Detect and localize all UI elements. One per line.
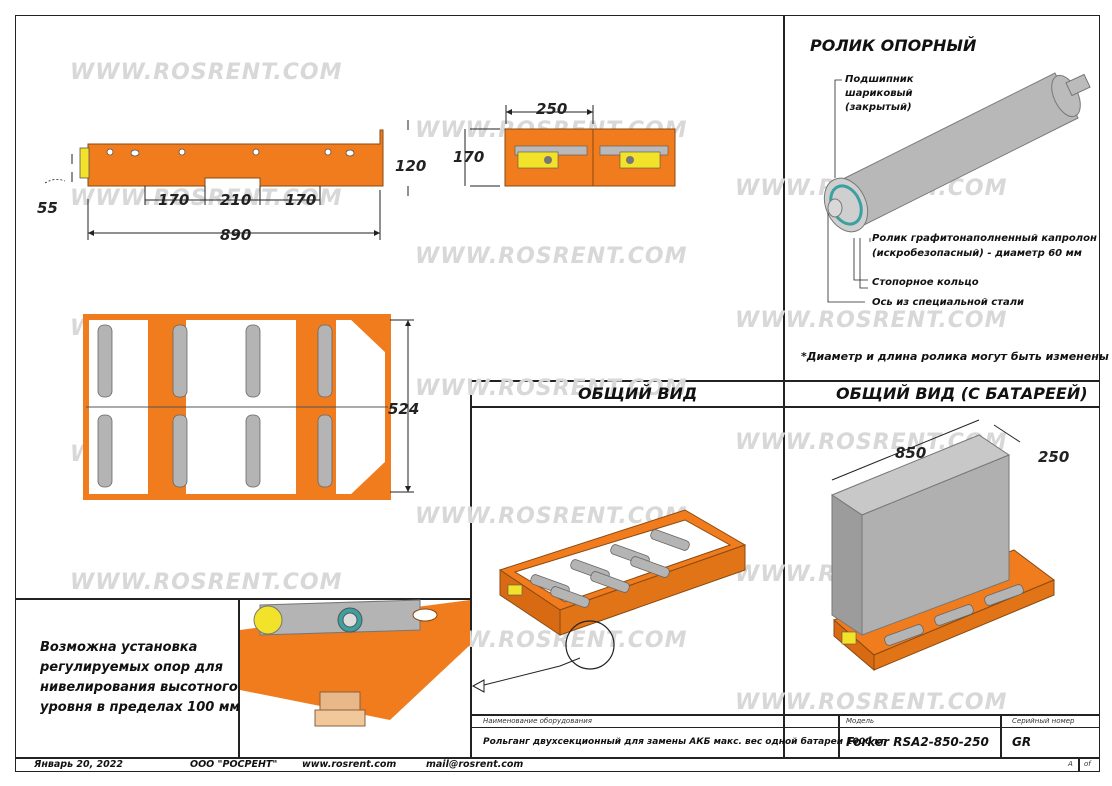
watermark: WWW.ROSRENT.COM [735, 308, 1008, 333]
dim-battery-width: 250 [1038, 448, 1070, 466]
divider-view-titles [470, 406, 1100, 408]
watermark: WWW.ROSRENT.COM [70, 60, 343, 85]
roller-footnote: *Диаметр и длина ролика могут быть измен… [801, 350, 1109, 363]
tb-divider-h [470, 727, 1100, 728]
dim-spacing-1: 170 [158, 191, 190, 209]
dim-battery-length: 850 [895, 444, 927, 462]
adjust-note-line-3: нивелирования высотного [40, 680, 238, 695]
roller-material-label-2: (искробезопасный) - диаметр 60 мм [872, 248, 1082, 259]
adjust-note-line-4: уровня в пределах 100 мм [40, 700, 241, 715]
dim-spacing-3: 170 [285, 191, 317, 209]
dim-end-height: 170 [453, 148, 485, 166]
tb-divider-2 [1000, 714, 1002, 757]
watermark: WWW.ROSRENT.COM [415, 376, 688, 401]
divider-detail [238, 598, 240, 757]
tb-divider-3 [1078, 757, 1080, 772]
drawing-frame [15, 15, 1100, 772]
ring-label: Стопорное кольцо [872, 277, 979, 288]
bearing-label-1: Подшипник [845, 74, 914, 85]
divider-detail-top [15, 598, 470, 600]
adjust-note-line-1: Возможна установка [40, 640, 198, 655]
divider-left-views [470, 380, 472, 757]
top-view-drawing [83, 314, 414, 500]
sheet-a: A [1068, 760, 1073, 768]
title-block-top [470, 714, 1100, 716]
dim-end-width: 250 [536, 100, 568, 118]
general-view-title: ОБЩИЙ ВИД [578, 384, 698, 403]
watermark: WWW.ROSRENT.COM [415, 244, 688, 269]
equipment-header: Наименование оборудования [483, 717, 592, 725]
watermark: WWW.ROSRENT.COM [70, 570, 343, 595]
footer-company: ООО "РОСРЕНТ" [190, 759, 278, 770]
dim-side-offset: 55 [37, 199, 58, 217]
equipment-value: Рольганг двухсекционный для замены АКБ м… [483, 737, 886, 747]
detail-drawing [240, 599, 470, 727]
bearing-label-3: (закрытый) [845, 102, 912, 113]
footer-line [15, 757, 1100, 759]
general-view-drawing [471, 509, 747, 693]
tb-divider-1 [838, 714, 840, 757]
end-view-drawing [464, 105, 676, 187]
dim-top-height: 524 [388, 400, 420, 418]
sheet-of: of [1084, 760, 1091, 768]
footer-site[interactable]: www.rosrent.com [302, 759, 397, 770]
axis-label: Ось из специальной стали [872, 297, 1025, 308]
serial-value: GR [1012, 735, 1032, 749]
model-value: Forker RSA2-850-250 [846, 735, 989, 749]
roller-drawing [823, 72, 1091, 303]
divider-roller-views [470, 380, 1100, 382]
roller-material-label-1: Ролик графитонаполненный капролон [872, 233, 1097, 244]
serial-header: Серийный номер [1012, 717, 1075, 725]
footer-date: Январь 20, 2022 [34, 759, 123, 770]
watermark: WWW.ROSRENT.COM [70, 186, 343, 211]
watermark: WWW.ROSRENT.COM [735, 690, 1008, 715]
dim-side-width: 890 [220, 226, 252, 244]
battery-view-drawing [830, 419, 1055, 672]
roller-title: РОЛИК ОПОРНЫЙ [810, 36, 977, 55]
adjust-note-line-2: регулируемых опор для [40, 660, 223, 675]
dim-side-height: 120 [395, 157, 427, 175]
model-header: Модель [846, 717, 875, 725]
dim-spacing-2: 210 [220, 191, 252, 209]
divider-right-panel [783, 15, 785, 757]
side-view-drawing [44, 120, 409, 240]
battery-view-title: ОБЩИЙ ВИД (С БАТАРЕЕЙ) [836, 384, 1088, 403]
footer-mail[interactable]: mail@rosrent.com [426, 759, 524, 770]
bearing-label-2: шариковый [845, 88, 913, 99]
